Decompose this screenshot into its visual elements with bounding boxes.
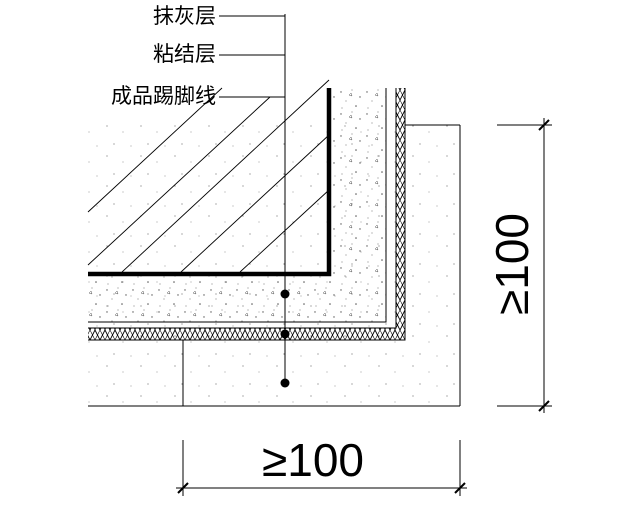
horizontal-dimension <box>176 440 467 496</box>
leader-dot <box>280 289 290 299</box>
leader-dot <box>280 378 290 388</box>
dimension-vertical-label: ≥100 <box>486 213 538 315</box>
skirting-hatch <box>87 79 330 273</box>
wall-zigzag-layer <box>88 88 406 341</box>
callout-finished-skirting: 成品踢脚线 <box>111 84 216 108</box>
finished-skirting-outline <box>88 88 332 277</box>
leader-dot <box>280 329 290 339</box>
vertical-dimension <box>497 118 552 413</box>
dimension-horizontal-label: ≥100 <box>262 434 364 486</box>
bonding-layer-stipple <box>88 88 387 323</box>
callout-plaster-layer: 抹灰层 <box>153 4 216 28</box>
callout-bonding-layer: 粘结层 <box>153 42 216 66</box>
